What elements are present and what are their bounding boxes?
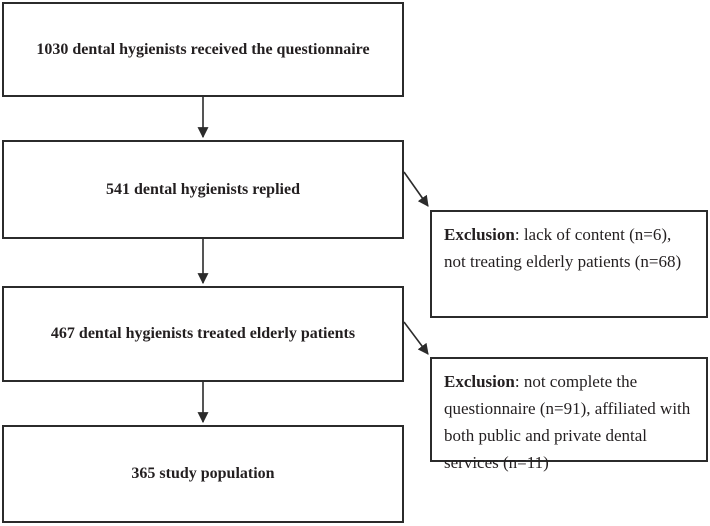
exclusion-1-label: Exclusion (444, 225, 515, 244)
exclusion-2-text: : not complete the questionnaire (n=91),… (444, 372, 691, 472)
arrow-replied-to-exclusion-1 (403, 171, 429, 207)
exclusion-2-label: Exclusion (444, 372, 515, 391)
flow-box-replied: 541 dental hygienists replied (2, 140, 404, 239)
arrow-treated-to-exclusion-2 (403, 321, 429, 355)
flow-box-study-population: 365 study population (2, 425, 404, 523)
exclusion-box-2: Exclusion: not complete the questionnair… (430, 357, 708, 472)
flow-box-received-questionnaire: 1030 dental hygienists received the ques… (2, 2, 404, 97)
flow-box-treated-elderly: 467 dental hygienists treated elderly pa… (2, 286, 404, 382)
exclusion-1-text: : lack of content (n=6), not treating el… (444, 225, 682, 271)
exclusion-box-1: Exclusion: lack of content (n=6), not tr… (430, 210, 708, 318)
